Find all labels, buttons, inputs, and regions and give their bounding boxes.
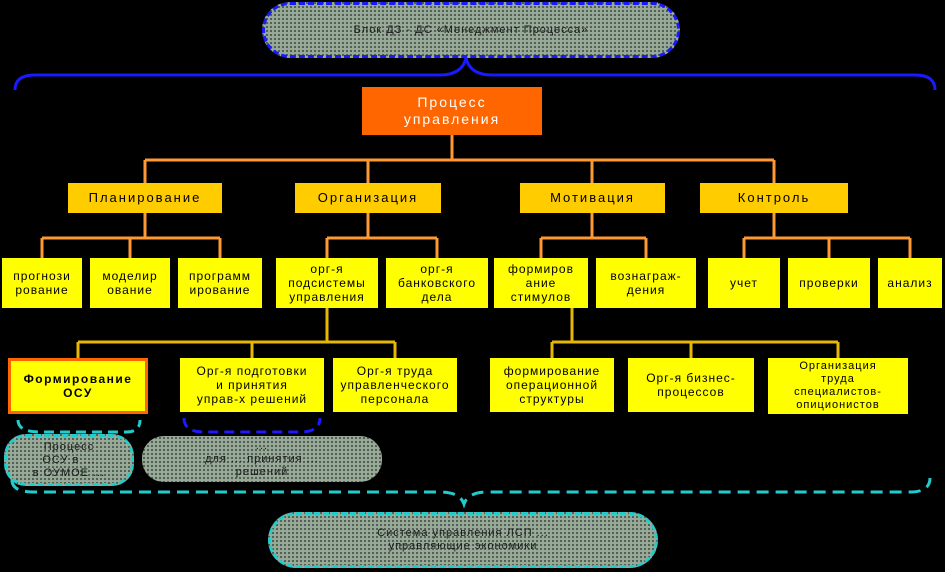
mid-note-pill: ... для ... принятия ... решений: [142, 436, 382, 482]
left-note-pill: Процесс ОСУ в ... в ОУМОЕ ...: [4, 434, 134, 486]
mid-note-text: ... для ... принятия ... решений: [205, 439, 319, 478]
control-box: Контроль: [700, 183, 848, 213]
root-process-box: Процесс управления: [362, 87, 542, 135]
forecasting-box: прогнози рование: [2, 258, 82, 308]
planning-box: Планирование: [68, 183, 222, 213]
reward-box: вознаграж- дения: [596, 258, 696, 308]
form-osu-box: Формирование ОСУ: [8, 358, 148, 414]
modeling-box: моделир ование: [90, 258, 170, 308]
top-brace: [13, 57, 937, 91]
organization-box: Организация: [295, 183, 441, 213]
bottom-dashed-brace: [10, 477, 932, 509]
osu-dashed-arc: [16, 419, 142, 434]
top-note-pill: Блок ДЗ - ДС «Менеджмент Процесса»: [262, 2, 680, 58]
bottom-note-pill: Система управления ЛСП ... управляющие э…: [268, 512, 658, 568]
mgmt-labor-box: Орг-я труда управленческого персонала: [333, 358, 457, 412]
programming-box: программ ирование: [178, 258, 262, 308]
decisions-dashed-arc: [182, 417, 322, 434]
specialists-box: Организация труда специалистов- опициони…: [768, 358, 908, 414]
stimuli-box: формиров ание стимулов: [494, 258, 588, 308]
audits-box: проверки: [788, 258, 870, 308]
left-note-text: Процесс ОСУ в ... в ОУМОЕ ...: [32, 440, 106, 479]
org-banking-box: орг-я банковского дела: [386, 258, 488, 308]
accounting-box: учет: [708, 258, 780, 308]
analysis-box: анализ: [878, 258, 942, 308]
bottom-note-text: Система управления ЛСП ... управляющие э…: [377, 527, 549, 552]
motivation-box: Мотивация: [520, 183, 665, 213]
org-subsystem-box: орг-я подсистемы управления: [276, 258, 378, 308]
op-structure-box: формирование операционной структуры: [490, 358, 614, 412]
biz-processes-box: Орг-я бизнес- процессов: [628, 358, 754, 412]
decisions-box: Орг-я подготовки и принятия управ-х реше…: [180, 358, 324, 412]
top-note-text: Блок ДЗ - ДС «Менеджмент Процесса»: [353, 23, 589, 36]
